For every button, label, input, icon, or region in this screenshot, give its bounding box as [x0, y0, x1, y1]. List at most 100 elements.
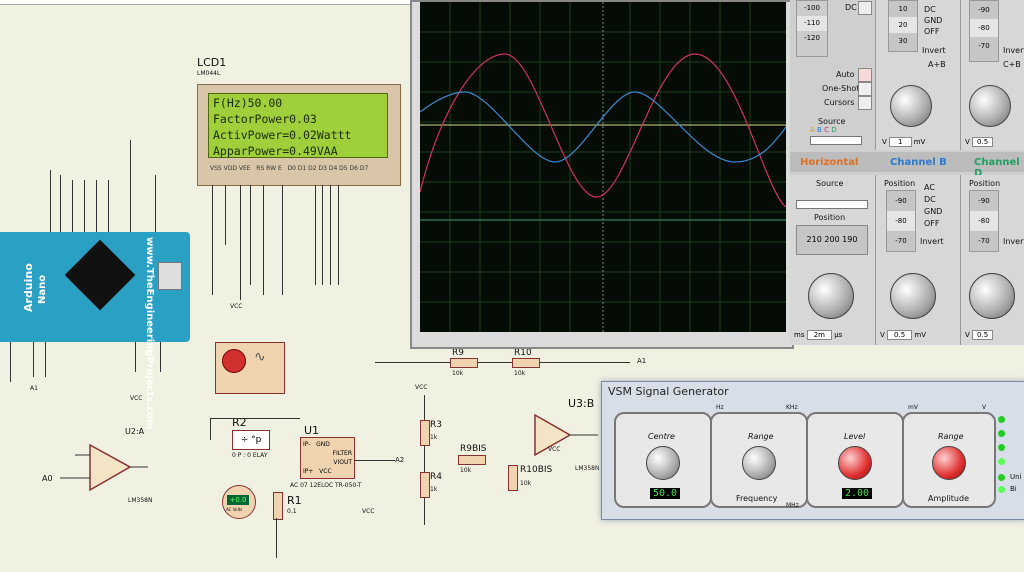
lcd-line-4: ApparPower=0.49VAA — [213, 144, 338, 158]
scope-control-panel: -100 -110 -120 DC Auto One-Shot Cursors … — [790, 0, 1024, 345]
ch-d-position-label: Position — [969, 179, 1001, 188]
ac-source-box[interactable]: ∿ — [215, 342, 285, 394]
arduino-label: Arduino — [22, 263, 35, 312]
signal-generator-window[interactable]: VSM Signal Generator Centre 50.0 Hz KHz … — [601, 381, 1024, 520]
centre-knob[interactable] — [646, 446, 680, 480]
ch-d-tick-3: -70 — [978, 237, 990, 245]
ac-voltmeter[interactable]: +0.0 AC Volts — [222, 485, 256, 519]
lcd-screen: F(Hz)50.00 FactorPower0.03 ActivPower=0.… — [208, 93, 388, 158]
r4-component[interactable] — [420, 472, 430, 498]
wire — [155, 175, 156, 235]
channel-c-scale[interactable]: -90 -80 -70 — [969, 0, 999, 62]
lcd-model: LM044L — [197, 70, 221, 77]
wire — [330, 185, 331, 285]
r4-label: R4 — [430, 472, 442, 482]
ch-a-invert-label: Invert — [922, 46, 946, 55]
ch-b-gnd-label: GND — [924, 207, 943, 216]
ch-a-units: V 1 mV — [882, 137, 925, 147]
vcc-label: VCC — [230, 303, 243, 310]
r9-value: 10k — [452, 370, 464, 377]
channel-a-position-scale[interactable]: -100 -110 -120 — [796, 0, 828, 57]
r1-component[interactable] — [273, 492, 283, 520]
wire — [210, 418, 211, 440]
vcc-label-3: VCC — [362, 508, 375, 515]
frequency-range-knob[interactable] — [742, 446, 776, 480]
wire — [96, 180, 97, 235]
polarity-led-uni[interactable] — [998, 474, 1005, 481]
u1-pin-ip-plus: IP+ — [303, 468, 314, 475]
channel-b-scale[interactable]: -90 -80 -70 — [886, 190, 916, 252]
wire — [424, 395, 425, 525]
trigger-source-slider[interactable] — [810, 136, 862, 145]
oscilloscope-window[interactable] — [410, 0, 794, 349]
amplitude-range-knob[interactable] — [932, 446, 966, 480]
horizontal-position-dial[interactable]: 210 200 190 — [796, 225, 868, 255]
ch-b-unit-value: 0.5 — [887, 330, 913, 340]
horizontal-source-slider[interactable] — [796, 200, 868, 209]
ch-b-dc-label: DC — [924, 195, 936, 204]
r9bis-component[interactable] — [458, 455, 486, 465]
ch-a-gnd-label: GND — [924, 16, 943, 25]
r2-component[interactable]: ÷ °p — [232, 430, 270, 450]
mv-unit: mV — [908, 404, 918, 411]
polarity-led-bi[interactable] — [998, 486, 1005, 493]
waveform-led-square[interactable] — [998, 416, 1005, 423]
trigger-oneshot-button[interactable] — [858, 82, 872, 96]
u1-label: U1 — [304, 424, 320, 437]
source-knob[interactable] — [222, 349, 246, 373]
trigger-auto-button[interactable] — [858, 68, 872, 82]
u1-chip[interactable]: IP- GND FILTER VIOUT IP+ VCC — [300, 437, 355, 479]
ch-b-unit-v: V — [880, 331, 885, 339]
wire — [375, 362, 630, 363]
oscilloscope-screen[interactable] — [419, 2, 787, 332]
waveform-led-sine[interactable] — [998, 458, 1005, 465]
channel-b-volts-knob[interactable] — [890, 273, 936, 319]
ch-a-tick-3: 30 — [898, 37, 908, 45]
wire — [338, 185, 339, 285]
trigger-source-a: A — [810, 126, 815, 134]
channel-a-volts-knob[interactable] — [890, 85, 932, 127]
horiz-unit-us: µs — [834, 331, 843, 339]
trigger-source-c: C — [824, 126, 829, 134]
u3b-opamp[interactable] — [510, 405, 600, 465]
trigger-source-label: Source — [818, 117, 846, 126]
r9-component[interactable] — [450, 358, 478, 368]
r4-value: 1k — [430, 486, 438, 493]
level-knob[interactable] — [838, 446, 872, 480]
ch-b-tick-1: -90 — [895, 197, 907, 205]
ch-d-units: V 0.5 — [965, 330, 994, 340]
vcc-label-2: VCC — [130, 395, 143, 402]
channel-d-scale[interactable]: -90 -80 -70 — [969, 190, 999, 252]
ch-c-invert-label: Invert — [1003, 46, 1024, 55]
channel-d-volts-knob[interactable] — [969, 273, 1015, 319]
u2a-opamp[interactable] — [60, 430, 150, 510]
channel-c-section: -90 -80 -70 Invert C+B V 0.5 — [960, 0, 1024, 150]
u2a-model: LM358N — [128, 497, 153, 504]
horizontal-time-knob[interactable] — [808, 273, 854, 319]
wire — [315, 185, 316, 285]
ch-c-units: V 0.5 — [965, 137, 994, 147]
signal-generator-title: VSM Signal Generator — [608, 385, 729, 398]
trigger-cursors-button[interactable] — [858, 96, 872, 110]
channel-a-scale[interactable]: 10 20 30 — [888, 0, 918, 52]
arduino-nano-board[interactable]: Arduino Nano www.TheEngineeringProjects.… — [0, 232, 190, 429]
level-label: Level — [844, 432, 866, 441]
r10bis-component[interactable] — [508, 465, 518, 491]
r10-component[interactable] — [512, 358, 540, 368]
ac-voltmeter-reading: +0.0 — [227, 495, 249, 505]
ch-b-position-label: Position — [884, 179, 916, 188]
waveform-led-tri[interactable] — [998, 444, 1005, 451]
trigger-dc-toggle[interactable] — [858, 1, 872, 15]
ch-d-invert-label: Invert — [1003, 237, 1024, 246]
wire — [276, 518, 277, 558]
waveform-led-saw[interactable] — [998, 430, 1005, 437]
wire — [240, 185, 241, 300]
channel-d-title: Channel D — [974, 157, 1020, 179]
ac-voltmeter-label: AC Volts — [226, 507, 243, 512]
channel-c-volts-knob[interactable] — [969, 85, 1011, 127]
wire — [50, 170, 51, 235]
wire — [250, 185, 251, 285]
scope-trace-area — [419, 2, 787, 332]
lcd-display[interactable]: F(Hz)50.00 FactorPower0.03 ActivPower=0.… — [197, 84, 401, 186]
r3-component[interactable] — [420, 420, 430, 446]
